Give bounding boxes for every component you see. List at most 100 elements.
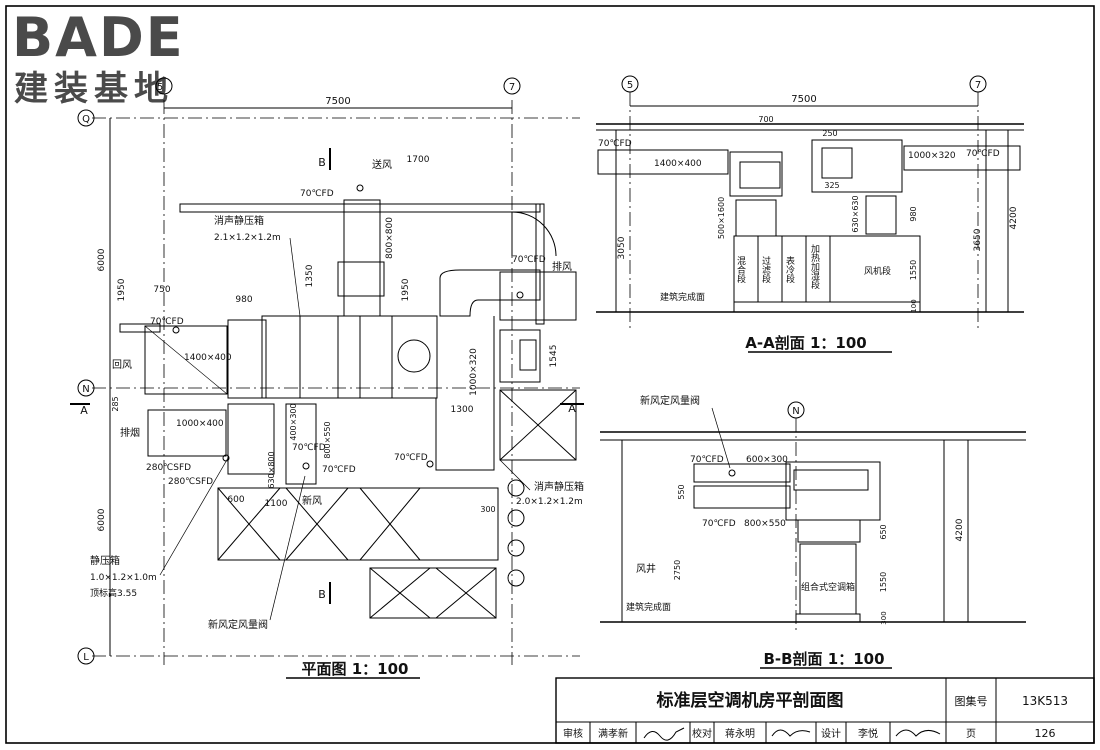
label-duct-800x550-plan: 800×550 xyxy=(323,421,332,458)
review-signature xyxy=(643,727,685,741)
plan-title: 平面图 1：100 xyxy=(302,660,409,678)
label-sfd-2: 280℃SFD xyxy=(168,477,213,487)
label-fd-bb-bottom: 70℃FD xyxy=(702,519,736,529)
dim-3650: 3650 xyxy=(973,228,983,251)
design-name: 李悦 xyxy=(858,727,878,740)
dim-1300: 1300 xyxy=(451,405,474,415)
section-aa-title: A-A剖面 1：100 xyxy=(745,334,866,352)
label-return-air: 回风 xyxy=(112,359,132,371)
label-duct-1400x400-plan: 1400×400 xyxy=(184,353,232,363)
label-fresh-valve-bb: 新风定风量阀 xyxy=(640,394,700,407)
label-duct-1000x320-plan: 1000×320 xyxy=(469,348,479,396)
label-sfd-1: 280℃SFD xyxy=(146,463,191,473)
dim-1545: 1545 xyxy=(549,345,559,368)
grid-l: L xyxy=(83,652,89,663)
dim-300-plan: 300 xyxy=(480,505,495,514)
section-bb-annotations: N 550 2750 650 1550 300 4200 新风定风量阀 70℃F… xyxy=(626,394,965,669)
label-fd-4: 70℃FD xyxy=(394,453,428,463)
dim-1950-a: 1950 xyxy=(117,278,127,301)
dim-285: 285 xyxy=(111,396,120,411)
plan-annotations: 5 7 Q N L 7500 6000 6000 1950 750 980 13… xyxy=(80,82,584,679)
label-duct-bb-bottom: 800×550 xyxy=(744,519,786,529)
page-number: 126 xyxy=(1035,727,1056,740)
dim-3050: 3050 xyxy=(617,236,627,259)
grid-7-aa: 7 xyxy=(975,80,981,91)
label-silencer-1: 消声静压箱 xyxy=(214,214,264,227)
plan-view xyxy=(70,77,584,665)
check-name: 蒋永明 xyxy=(725,727,755,740)
review-label: 审核 xyxy=(563,727,583,740)
section-aa-annotations: 5 7 7500 700 250 325 980 1550 100 3050 3… xyxy=(598,80,1019,353)
label-static-box-elev: 顶标高3.55 xyxy=(90,587,137,599)
dim-750: 750 xyxy=(153,285,170,295)
dim-300-bb: 300 xyxy=(880,611,888,624)
label-fd-5: 70℃FD xyxy=(322,465,356,475)
dim-980-aa: 980 xyxy=(909,206,918,221)
label-duct-aa-630: 630×630 xyxy=(851,195,860,232)
dim-6000-lower: 6000 xyxy=(97,508,107,531)
dim-650: 650 xyxy=(879,524,888,539)
dim-250: 250 xyxy=(822,129,837,138)
label-exhaust-air: 排风 xyxy=(552,260,572,273)
label-fd-aa-right: 70℃FD xyxy=(966,149,1000,159)
cut-b-top: B xyxy=(318,156,326,169)
label-silencer-1-size: 2.1×1.2×1.2m xyxy=(214,233,281,243)
dim-100-aa: 100 xyxy=(910,299,918,312)
label-silencer-2: 消声静压箱 xyxy=(534,480,584,493)
cut-b-bottom: B xyxy=(318,588,326,601)
grid-7-plan: 7 xyxy=(509,82,515,93)
label-duct-aa-vertical: 500×1600 xyxy=(717,197,726,239)
label-fd-bb-top: 70℃FD xyxy=(690,455,724,465)
dim-1550-bb: 1550 xyxy=(879,572,888,592)
grid-5-aa: 5 xyxy=(627,80,633,91)
grid-n-plan: N xyxy=(82,384,89,395)
label-ahu: 组合式空调箱 xyxy=(801,581,855,593)
dim-7500-plan: 7500 xyxy=(325,96,350,107)
drawing-title: 标准层空调机房平剖面图 xyxy=(657,690,844,711)
label-seg-fan: 风机段 xyxy=(864,265,891,277)
label-supply-air: 送风 xyxy=(372,158,392,171)
label-duct-400x300: 400×300 xyxy=(289,403,298,440)
check-label: 校对 xyxy=(692,727,712,740)
dim-6000-upper: 6000 xyxy=(97,248,107,271)
design-signature xyxy=(895,729,941,737)
section-aa-view xyxy=(596,75,1024,330)
label-fd-6: 70℃FD xyxy=(292,443,326,453)
label-seg-cool: 表冷段 xyxy=(784,255,795,284)
cut-a-right: A xyxy=(568,402,576,415)
brand-logo: BADE 建装基地 xyxy=(8,6,213,109)
label-floor-aa: 建筑完成面 xyxy=(660,291,705,303)
dim-4200-aa: 4200 xyxy=(1009,206,1019,229)
dim-1100: 1100 xyxy=(265,499,288,509)
dim-325: 325 xyxy=(824,181,839,190)
dim-1700: 1700 xyxy=(407,155,430,165)
label-fd-1: 70℃FD xyxy=(300,189,334,199)
logo-subtitle: 建装基地 xyxy=(14,69,174,109)
dim-700: 700 xyxy=(758,115,773,124)
dim-4200-bb: 4200 xyxy=(955,518,965,541)
label-floor-bb: 建筑完成面 xyxy=(626,601,671,613)
label-fd-aa-left: 70℃FD xyxy=(598,139,632,149)
dim-1350: 1350 xyxy=(305,264,315,287)
label-static-box: 静压箱 xyxy=(90,554,120,567)
dim-980-plan: 980 xyxy=(235,295,252,305)
label-static-box-size: 1.0×1.2×1.0m xyxy=(90,573,157,583)
atlas-label: 图集号 xyxy=(955,694,988,708)
label-fd-2: 70℃FD xyxy=(512,255,546,265)
page-label: 页 xyxy=(966,728,976,740)
dim-550-bb: 550 xyxy=(677,484,686,499)
label-exhaust-stack: 排烟 xyxy=(120,426,140,439)
grid-q: Q xyxy=(82,114,90,125)
dim-600: 600 xyxy=(227,495,244,505)
sheet-border xyxy=(5,5,1095,744)
review-name: 满孝新 xyxy=(598,727,628,740)
label-seg-mix: 混合段 xyxy=(735,256,746,284)
logo-brand: BADE xyxy=(12,6,185,69)
label-seg-heat: 加热加湿段 xyxy=(809,244,820,290)
cut-a-left: A xyxy=(80,404,88,417)
title-block-text: 标准层空调机房平剖面图 图集号 13K513 审核 满孝新 校对 蒋永明 设计 … xyxy=(563,690,1068,741)
design-label: 设计 xyxy=(821,727,841,740)
check-signature xyxy=(771,729,811,737)
title-block xyxy=(555,677,1095,744)
